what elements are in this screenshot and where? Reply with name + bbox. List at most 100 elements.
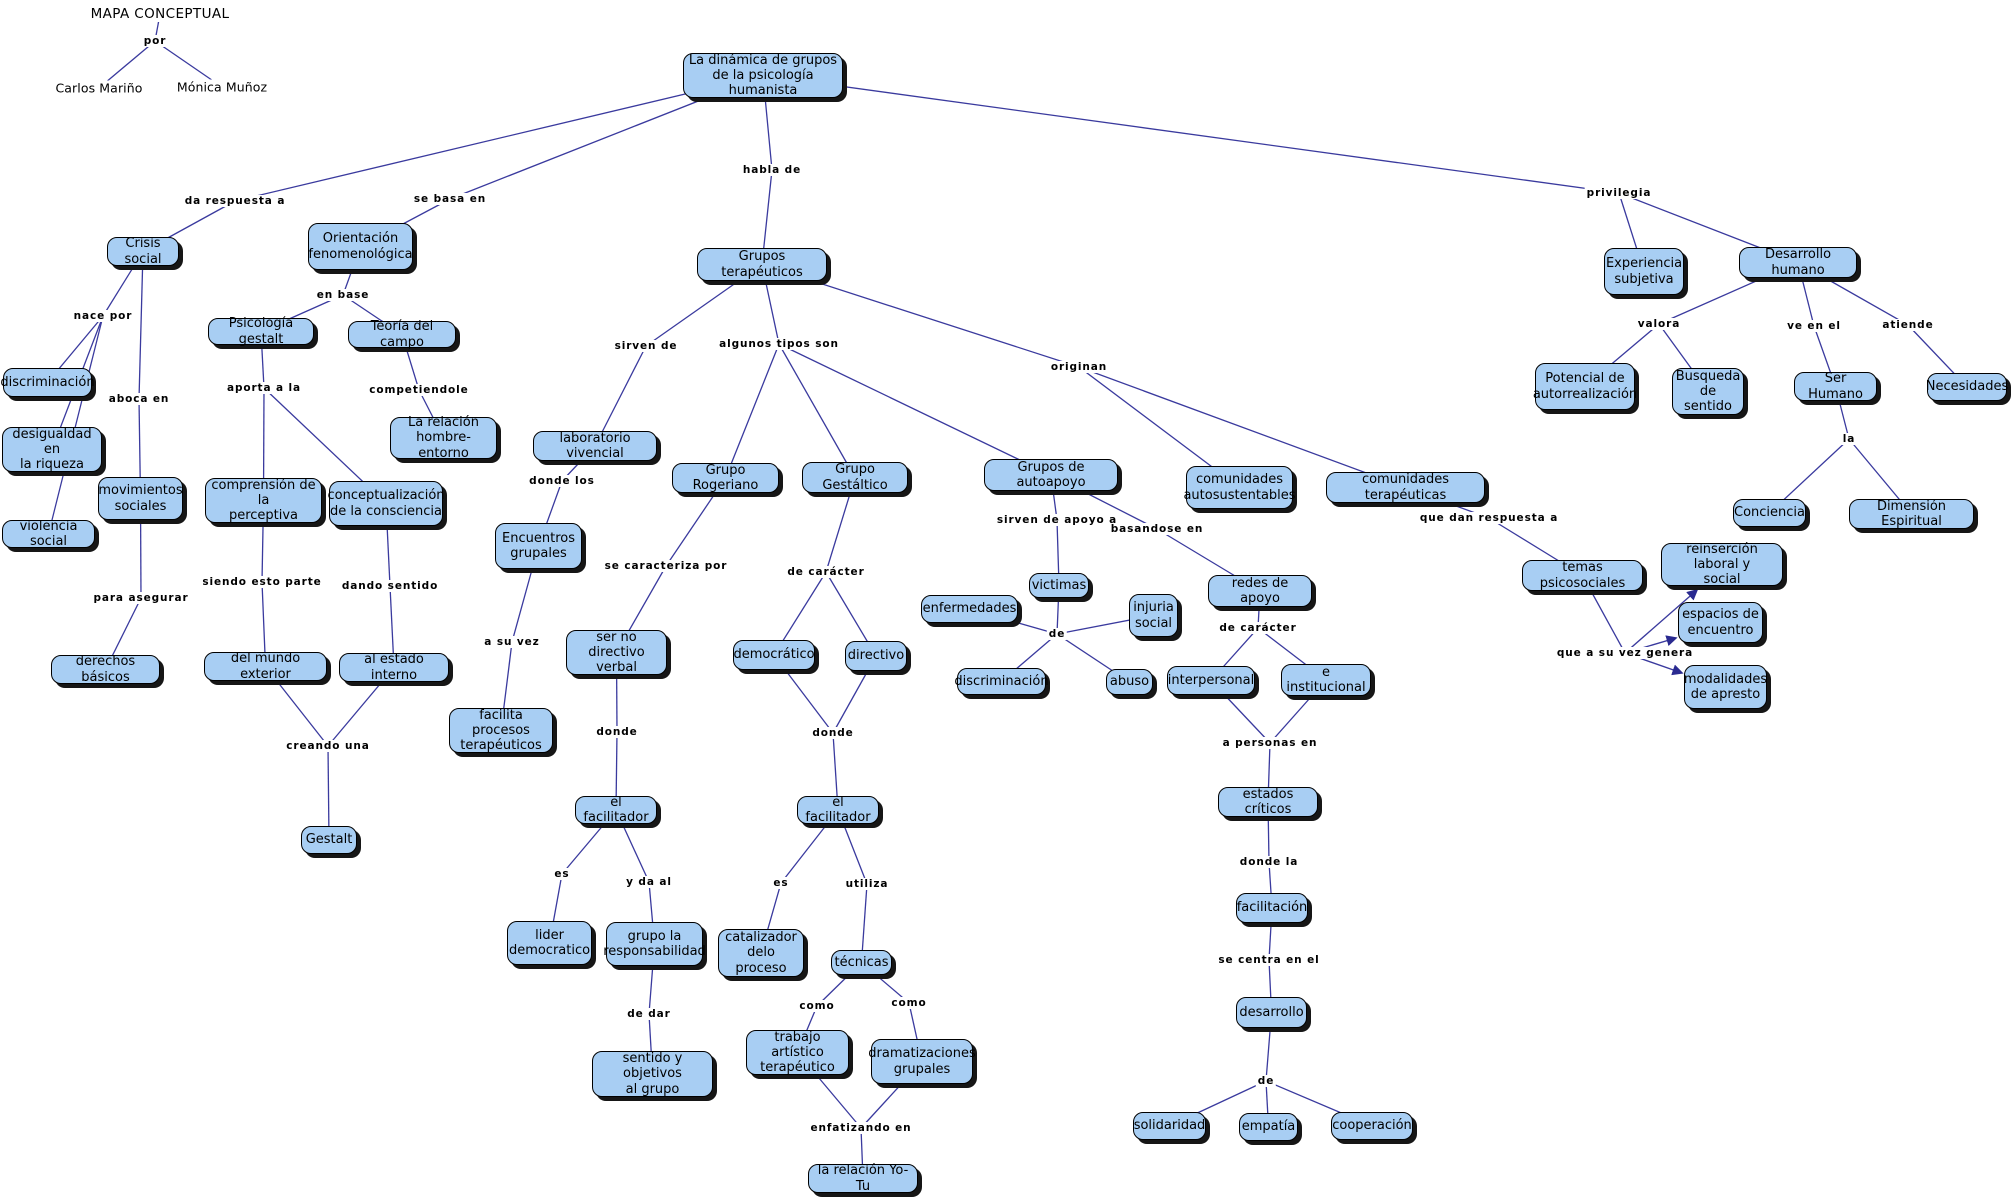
- concept-node-cooperacion[interactable]: cooperación: [1331, 1112, 1413, 1140]
- linking-phrase-de_caracter1[interactable]: de carácter: [785, 566, 867, 578]
- linking-phrase-la[interactable]: la: [1840, 433, 1858, 445]
- concept-node-estado_int[interactable]: al estado interno: [339, 652, 449, 683]
- concept-node-ser_no_directivo[interactable]: ser no directivo verbal: [566, 630, 667, 675]
- concept-node-desigualdad[interactable]: desigualdad en la riqueza: [2, 427, 102, 472]
- concept-node-orientacion[interactable]: Orientación fenomenológica: [308, 223, 413, 270]
- linking-phrase-se_centra[interactable]: se centra en el: [1216, 954, 1322, 966]
- linking-phrase-a_personas[interactable]: a personas en: [1220, 737, 1320, 749]
- linking-phrase-donde_la[interactable]: donde la: [1237, 856, 1301, 868]
- linking-phrase-privilegia[interactable]: privilegia: [1584, 187, 1654, 199]
- linking-phrase-para_asegurar[interactable]: para asegurar: [91, 592, 191, 604]
- concept-node-grupos_terapeuticos[interactable]: Grupos terapéuticos: [697, 248, 827, 281]
- linking-phrase-competiendole[interactable]: competiendole: [367, 384, 471, 396]
- concept-node-potencial[interactable]: Potencial de autorrealización: [1533, 363, 1637, 410]
- concept-node-mundo_ext[interactable]: del mundo exterior: [204, 651, 327, 682]
- linking-phrase-atiende[interactable]: atiende: [1880, 319, 1936, 331]
- linking-phrase-que_a_su_vez[interactable]: que a su vez genera: [1554, 647, 1696, 659]
- concept-node-facilita_procesos[interactable]: facilita procesos terapéuticos: [449, 708, 553, 753]
- linking-phrase-algunos[interactable]: algunos tipos son: [717, 338, 841, 350]
- linking-phrase-aporta[interactable]: aporta a la: [224, 382, 304, 394]
- linking-phrase-de_caracter2[interactable]: de carácter: [1217, 622, 1299, 634]
- concept-node-teoria[interactable]: Teoría del campo: [348, 319, 456, 350]
- linking-phrase-creando[interactable]: creando una: [284, 740, 372, 752]
- concept-node-psicologia[interactable]: Psicología gestalt: [208, 316, 314, 347]
- concept-node-empatia[interactable]: empatía: [1239, 1113, 1298, 1141]
- concept-node-com_terapeuticas[interactable]: comunidades terapéuticas: [1326, 472, 1485, 503]
- concept-node-facilitacion[interactable]: facilitación: [1236, 893, 1308, 923]
- linking-phrase-ve_en_el[interactable]: ve en el: [1785, 320, 1843, 332]
- concept-node-modalidades[interactable]: modalidades de apresto: [1684, 665, 1767, 709]
- linking-phrase-donde_los[interactable]: donde los: [527, 475, 597, 487]
- linking-phrase-utiliza[interactable]: utiliza: [843, 878, 891, 890]
- concept-node-exp_subjetiva[interactable]: Experiencia subjetiva: [1604, 248, 1684, 295]
- concept-node-movimientos[interactable]: movimientos sociales: [98, 477, 183, 520]
- concept-node-discriminacion2[interactable]: discriminación: [954, 668, 1049, 695]
- concept-node-busqueda[interactable]: Busqueda de sentido: [1672, 368, 1744, 415]
- linking-phrase-que_dan[interactable]: que dan respuesta a: [1417, 512, 1561, 524]
- concept-node-main[interactable]: La dinámica de grupos de la psicología h…: [683, 53, 843, 98]
- concept-node-solidaridad[interactable]: solidaridad: [1133, 1112, 1206, 1140]
- concept-node-conceptualizacion[interactable]: conceptualización de la consciencia: [328, 481, 445, 526]
- linking-phrase-enfatizando[interactable]: enfatizando en: [808, 1122, 914, 1134]
- concept-node-trabajo_art[interactable]: trabajo artístico terapéutico: [746, 1030, 849, 1075]
- concept-node-democratico[interactable]: democrático: [733, 640, 815, 670]
- linking-phrase-de1[interactable]: de: [1046, 628, 1068, 640]
- concept-node-redes[interactable]: redes de apoyo: [1208, 575, 1312, 607]
- concept-node-espacios[interactable]: espacios de encuentro: [1678, 602, 1763, 643]
- concept-node-tecnicas[interactable]: técnicas: [831, 950, 892, 975]
- linking-phrase-se_caracteriza[interactable]: se caracteriza por: [602, 560, 730, 572]
- concept-node-necesidades[interactable]: Necesidades: [1926, 373, 2008, 401]
- concept-node-ser_humano[interactable]: Ser Humano: [1794, 371, 1877, 402]
- concept-node-interpersonal[interactable]: interpersonal: [1167, 666, 1255, 695]
- linking-phrase-como1[interactable]: como: [797, 1000, 837, 1012]
- concept-node-institucional[interactable]: e institucional: [1281, 664, 1371, 696]
- concept-node-sentido_obj[interactable]: sentido y objetivos al grupo: [592, 1051, 713, 1097]
- concept-node-dramatizaciones[interactable]: dramatizaciones grupales: [868, 1039, 976, 1084]
- linking-phrase-como2[interactable]: como: [889, 997, 929, 1009]
- concept-node-dimension[interactable]: Dimensión Espiritual: [1849, 499, 1974, 529]
- linking-phrase-se_basa[interactable]: se basa en: [411, 193, 489, 205]
- linking-phrase-basandose[interactable]: basandose en: [1108, 523, 1206, 535]
- linking-phrase-por_label[interactable]: por: [141, 35, 169, 47]
- concept-node-laboratorio[interactable]: laboratorio vivencial: [533, 431, 657, 461]
- concept-node-grupo_resp[interactable]: grupo la responsabilidad: [603, 922, 706, 966]
- linking-phrase-aboca_en[interactable]: aboca en: [106, 393, 172, 405]
- concept-node-facilitador_der[interactable]: el facilitador: [797, 795, 879, 825]
- concept-node-estados[interactable]: estados críticos: [1218, 787, 1318, 817]
- concept-node-lider[interactable]: lider democratico: [507, 921, 592, 965]
- concept-node-encuentros[interactable]: Encuentros grupales: [495, 523, 582, 569]
- concept-node-conciencia[interactable]: Conciencia: [1733, 499, 1806, 527]
- concept-node-autoapoyo[interactable]: Grupos de autoapoyo: [984, 459, 1118, 491]
- concept-node-catalizador[interactable]: catalizador delo proceso: [718, 929, 804, 977]
- linking-phrase-donde2[interactable]: donde: [810, 727, 856, 739]
- linking-phrase-sirven_de[interactable]: sirven de: [612, 340, 680, 352]
- concept-node-victimas[interactable]: victimas: [1029, 573, 1089, 598]
- linking-phrase-de2[interactable]: de: [1255, 1075, 1277, 1087]
- linking-phrase-es2[interactable]: es: [771, 877, 791, 889]
- linking-phrase-sirven_apoyo[interactable]: sirven de apoyo a: [994, 514, 1120, 526]
- concept-node-desarrollo[interactable]: desarrollo: [1236, 997, 1307, 1028]
- concept-node-reinsercion[interactable]: reinserción laboral y social: [1661, 542, 1783, 587]
- concept-node-des_humano[interactable]: Desarrollo humano: [1739, 247, 1857, 278]
- linking-phrase-en_base[interactable]: en base: [314, 289, 372, 301]
- concept-node-relacion_hombre[interactable]: La relación hombre-entorno: [390, 415, 497, 461]
- concept-node-yo_tu[interactable]: la relación Yo-Tu: [808, 1163, 918, 1194]
- concept-node-autosustentables[interactable]: comunidades autosustentables: [1183, 466, 1296, 509]
- concept-node-rogeriano[interactable]: Grupo Rogeriano: [672, 463, 779, 493]
- concept-node-derechos[interactable]: derechos básicos: [51, 654, 160, 685]
- concept-node-discriminacion1[interactable]: discriminación: [0, 368, 95, 397]
- concept-node-injuria[interactable]: injuria social: [1129, 594, 1178, 637]
- linking-phrase-de_dar[interactable]: de dar: [625, 1008, 673, 1020]
- concept-node-temas[interactable]: temas psicosociales: [1522, 560, 1643, 591]
- concept-node-violencia[interactable]: violencia social: [2, 519, 95, 549]
- linking-phrase-a_su_vez[interactable]: a su vez: [482, 636, 542, 648]
- linking-phrase-donde1[interactable]: donde: [594, 726, 640, 738]
- linking-phrase-es1[interactable]: es: [552, 868, 572, 880]
- linking-phrase-dando[interactable]: dando sentido: [339, 580, 441, 592]
- linking-phrase-valora[interactable]: valora: [1635, 318, 1683, 330]
- concept-node-gestaltico[interactable]: Grupo Gestáltico: [802, 462, 908, 493]
- concept-node-comprension[interactable]: comprensión de la perceptiva: [205, 478, 322, 523]
- concept-node-abuso[interactable]: abuso: [1106, 669, 1153, 695]
- concept-node-gestalt[interactable]: Gestalt: [301, 826, 357, 854]
- concept-node-crisis[interactable]: Crisis social: [107, 236, 179, 267]
